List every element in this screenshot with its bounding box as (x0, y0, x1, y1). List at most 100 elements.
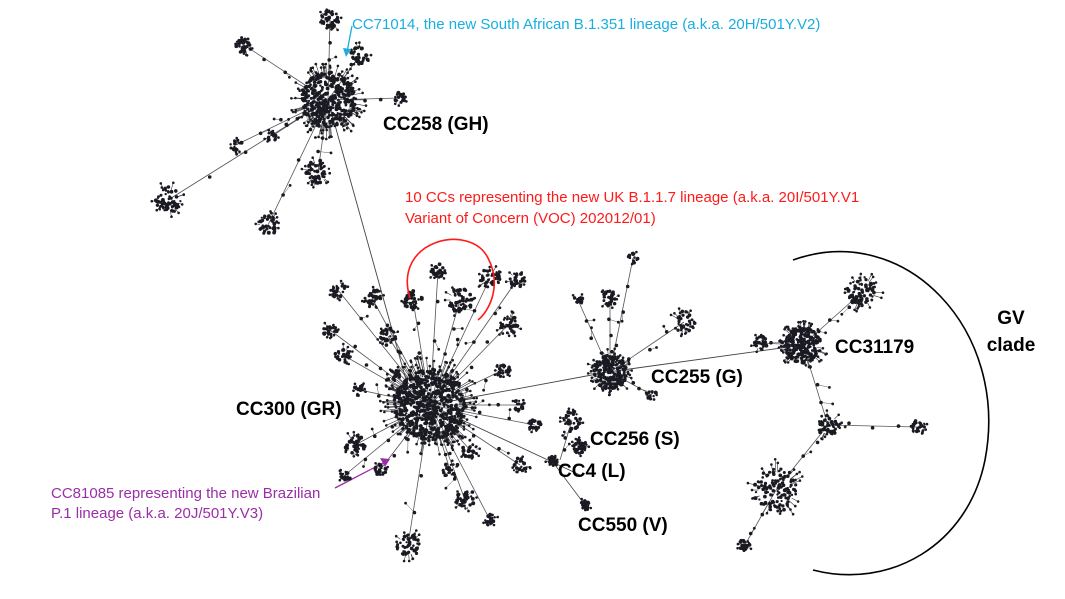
branch-cc258-top-chain-node (328, 41, 332, 45)
cluster-node (356, 387, 360, 392)
rim-node (474, 400, 478, 404)
cluster-node (356, 393, 360, 397)
cluster-node (461, 449, 466, 453)
cluster-node (384, 471, 387, 474)
cluster-node (474, 445, 478, 449)
cluster-node (440, 393, 444, 397)
branch-cc31179-down-chain-node (819, 400, 823, 405)
cluster-node (305, 170, 310, 175)
cluster-node (775, 500, 779, 504)
cluster-node (364, 299, 368, 303)
cluster-node (303, 103, 307, 108)
cluster-node (310, 179, 315, 184)
rim-node (924, 428, 927, 431)
rim-node (386, 406, 390, 409)
rim-edge (867, 274, 873, 282)
cluster-node (410, 395, 414, 399)
cluster-node (241, 40, 246, 45)
cluster-node (866, 287, 870, 292)
branch-cc300-7-chain-node (443, 352, 447, 356)
cluster-node (803, 346, 807, 350)
rim-node (266, 140, 269, 143)
rim-node (325, 137, 328, 141)
twig-node (235, 152, 239, 156)
branch-cc300-8-chain-node (445, 374, 450, 378)
rim-node (472, 396, 476, 400)
branch-cc300-6 (429, 262, 447, 279)
rim-node (351, 123, 355, 126)
rim-node (319, 10, 322, 14)
cluster-node (426, 383, 431, 388)
rim-node (342, 124, 345, 127)
cluster-node (354, 97, 358, 101)
rim-node (338, 298, 341, 302)
branch-cc300-23-chain-node (411, 400, 416, 405)
rim-node (337, 328, 340, 331)
cluster-node (158, 206, 162, 209)
cluster-node (437, 262, 442, 267)
cluster-node (452, 377, 456, 381)
cluster-node (414, 398, 417, 401)
cluster-node (469, 297, 473, 302)
twig-node (498, 306, 502, 310)
twig-node (406, 450, 410, 454)
cluster-node (790, 329, 794, 333)
rim-node (616, 388, 620, 391)
branch-cc255-left-chain-node (589, 336, 593, 341)
rim-node (391, 386, 395, 390)
cluster-node (325, 125, 329, 129)
cluster-node (868, 293, 872, 297)
branch-cc300-14-chain-node (471, 433, 476, 438)
cluster-node (398, 407, 401, 410)
cluster-node (483, 282, 487, 285)
branch-cc256-chain-node (563, 436, 567, 440)
cluster-node (817, 420, 821, 423)
twig-node (508, 408, 512, 411)
rim-edge (439, 361, 446, 379)
cluster-node (681, 313, 685, 317)
cluster-node (769, 493, 773, 497)
cluster-node (575, 300, 578, 304)
cluster-node (442, 384, 446, 387)
cluster-node (330, 10, 334, 14)
twig-node (415, 434, 419, 438)
cluster-node (793, 327, 797, 331)
cluster-node (434, 373, 437, 376)
branch-cc258-left2-chain-node (302, 111, 306, 116)
cluster-node (272, 218, 275, 222)
cluster-node (318, 111, 321, 114)
rim-node (451, 444, 454, 448)
branch-cc255-top-chain-node (614, 343, 619, 348)
cluster-node (808, 343, 811, 346)
cluster-node (512, 469, 516, 472)
rim-node (471, 380, 474, 383)
label-cc550: CC550 (V) (578, 515, 668, 536)
rim-node (462, 428, 466, 431)
rim-node (504, 280, 508, 284)
cluster-node (404, 425, 409, 430)
branch-cc300-24-chain-node (404, 383, 408, 387)
cluster-node (612, 382, 617, 386)
rim-node (457, 443, 461, 446)
rim-edge (789, 471, 800, 480)
cluster-node (912, 424, 915, 428)
rim-node (384, 384, 388, 387)
cluster-node (327, 15, 332, 20)
cluster-node (490, 274, 494, 277)
cluster-node (258, 219, 263, 223)
rim-node (445, 440, 449, 444)
cluster-node (813, 347, 817, 350)
rim-node (439, 443, 443, 446)
rim-node (625, 387, 629, 390)
cluster-node (464, 507, 467, 510)
rim-node (277, 226, 280, 230)
branch-cc300-11-chain-node (450, 384, 454, 389)
cluster-node (864, 284, 868, 289)
cluster-node (679, 316, 683, 321)
cluster-node (857, 301, 861, 305)
cluster-node (832, 426, 836, 429)
twig (318, 151, 332, 154)
cluster-node (424, 375, 428, 379)
rim-node (385, 424, 388, 427)
cluster-node (260, 216, 263, 219)
